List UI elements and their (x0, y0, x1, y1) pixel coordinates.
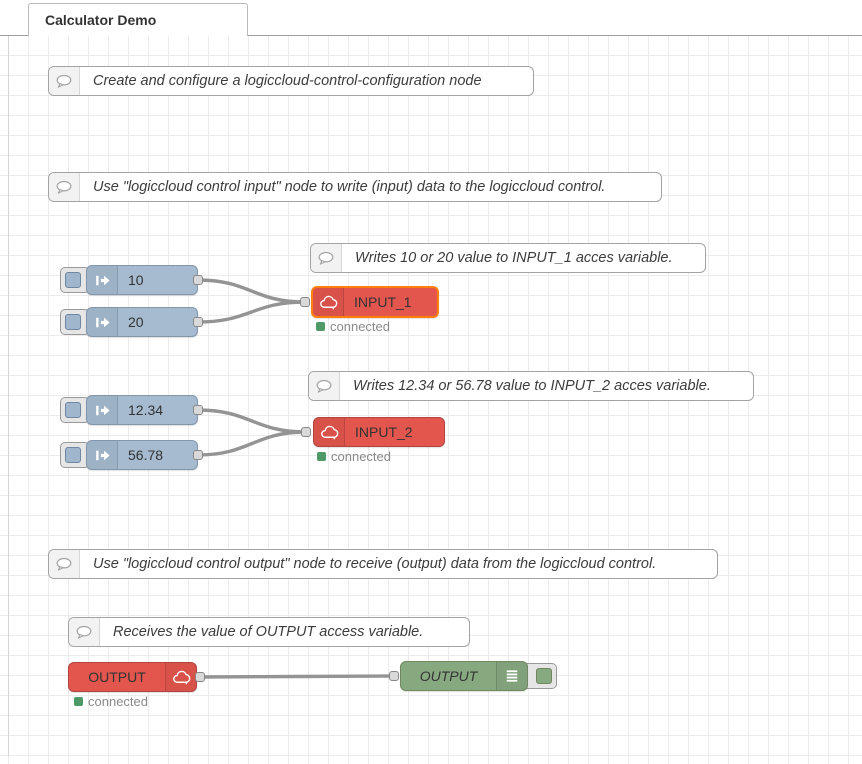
comment-bubble-icon (69, 618, 100, 646)
inject-button[interactable] (60, 442, 90, 468)
comment-text: Use "logiccloud control input" node to w… (93, 179, 606, 195)
wire-inject5678-to-input2[interactable] (196, 430, 308, 457)
comment-input1[interactable]: Writes 10 or 20 value to INPUT_1 acces v… (310, 243, 706, 273)
output-port[interactable] (195, 672, 205, 682)
status-dot-icon (316, 322, 325, 331)
comment-text: Writes 12.34 or 56.78 value to INPUT_2 a… (353, 378, 711, 394)
node-status: connected (317, 449, 391, 464)
comment-text: Use "logiccloud control output" node to … (93, 556, 657, 572)
output-port[interactable] (193, 405, 203, 415)
comment-bubble-icon (49, 67, 80, 95)
debug-node-label: OUTPUT (419, 668, 478, 684)
comment-bubble-icon (311, 244, 342, 272)
cloud-icon (314, 418, 345, 446)
comment-bubble-icon (49, 173, 80, 201)
comment-input-section[interactable]: Use "logiccloud control input" node to w… (48, 172, 662, 202)
status-dot-icon (317, 452, 326, 461)
output-port[interactable] (193, 317, 203, 327)
status-text: connected (331, 449, 391, 464)
wire-inject1234-to-input2[interactable] (196, 408, 308, 434)
comment-input2[interactable]: Writes 12.34 or 56.78 value to INPUT_2 a… (308, 371, 754, 401)
cloud-icon (165, 663, 196, 691)
cloud-node-label: INPUT_1 (354, 294, 412, 310)
inject-button[interactable] (60, 267, 90, 293)
wire-inject10-to-input1[interactable] (196, 278, 307, 304)
inject-icon (87, 308, 118, 336)
debug-node-output[interactable]: OUTPUT (400, 661, 528, 691)
input-port[interactable] (389, 671, 399, 681)
inject-node-label: 56.78 (128, 447, 164, 463)
wire-inject20-to-input1[interactable] (196, 300, 307, 324)
flow-tab-bar: Calculator Demo (0, 0, 862, 36)
inject-icon (87, 441, 118, 469)
cloud-input-node-input2[interactable]: INPUT_2 (313, 417, 445, 447)
inject-node-5678[interactable]: 56.78 (86, 440, 198, 470)
status-dot-icon (74, 697, 83, 706)
inject-node-label: 12.34 (128, 402, 164, 418)
node-status: connected (316, 319, 390, 334)
inject-icon (87, 396, 118, 424)
input-port[interactable] (301, 427, 311, 437)
output-port[interactable] (193, 275, 203, 285)
comment-text: Create and configure a logiccloud-contro… (93, 73, 482, 89)
cloud-output-node[interactable]: OUTPUT (68, 662, 197, 692)
inject-node-label: 10 (128, 272, 144, 288)
cloud-icon (313, 288, 344, 316)
inject-button[interactable] (60, 397, 90, 423)
wire-output-to-debug[interactable] (198, 674, 396, 679)
cloud-node-label: OUTPUT (88, 669, 146, 685)
comment-bubble-icon (309, 372, 340, 400)
inject-node-label: 20 (128, 314, 144, 330)
status-text: connected (88, 694, 148, 709)
flow-tab-label: Calculator Demo (45, 12, 157, 28)
inject-node-20[interactable]: 20 (86, 307, 198, 337)
comment-node-configuration[interactable]: Create and configure a logiccloud-contro… (48, 66, 534, 96)
cloud-input-node-input1[interactable]: INPUT_1 (311, 286, 439, 318)
status-text: connected (330, 319, 390, 334)
inject-node-1234[interactable]: 12.34 (86, 395, 198, 425)
comment-output-receive[interactable]: Receives the value of OUTPUT access vari… (68, 617, 470, 647)
comment-bubble-icon (49, 550, 80, 578)
node-status: connected (74, 694, 148, 709)
comment-text: Receives the value of OUTPUT access vari… (113, 624, 424, 640)
inject-node-10[interactable]: 10 (86, 265, 198, 295)
comment-output-section[interactable]: Use "logiccloud control output" node to … (48, 549, 718, 579)
canvas-left-border (8, 36, 9, 756)
inject-button[interactable] (60, 309, 90, 335)
inject-icon (87, 266, 118, 294)
output-port[interactable] (193, 450, 203, 460)
flow-tab-calculator-demo[interactable]: Calculator Demo (28, 3, 248, 36)
comment-text: Writes 10 or 20 value to INPUT_1 acces v… (355, 250, 673, 266)
debug-icon (496, 662, 527, 690)
input-port[interactable] (300, 297, 310, 307)
cloud-node-label: INPUT_2 (355, 424, 413, 440)
